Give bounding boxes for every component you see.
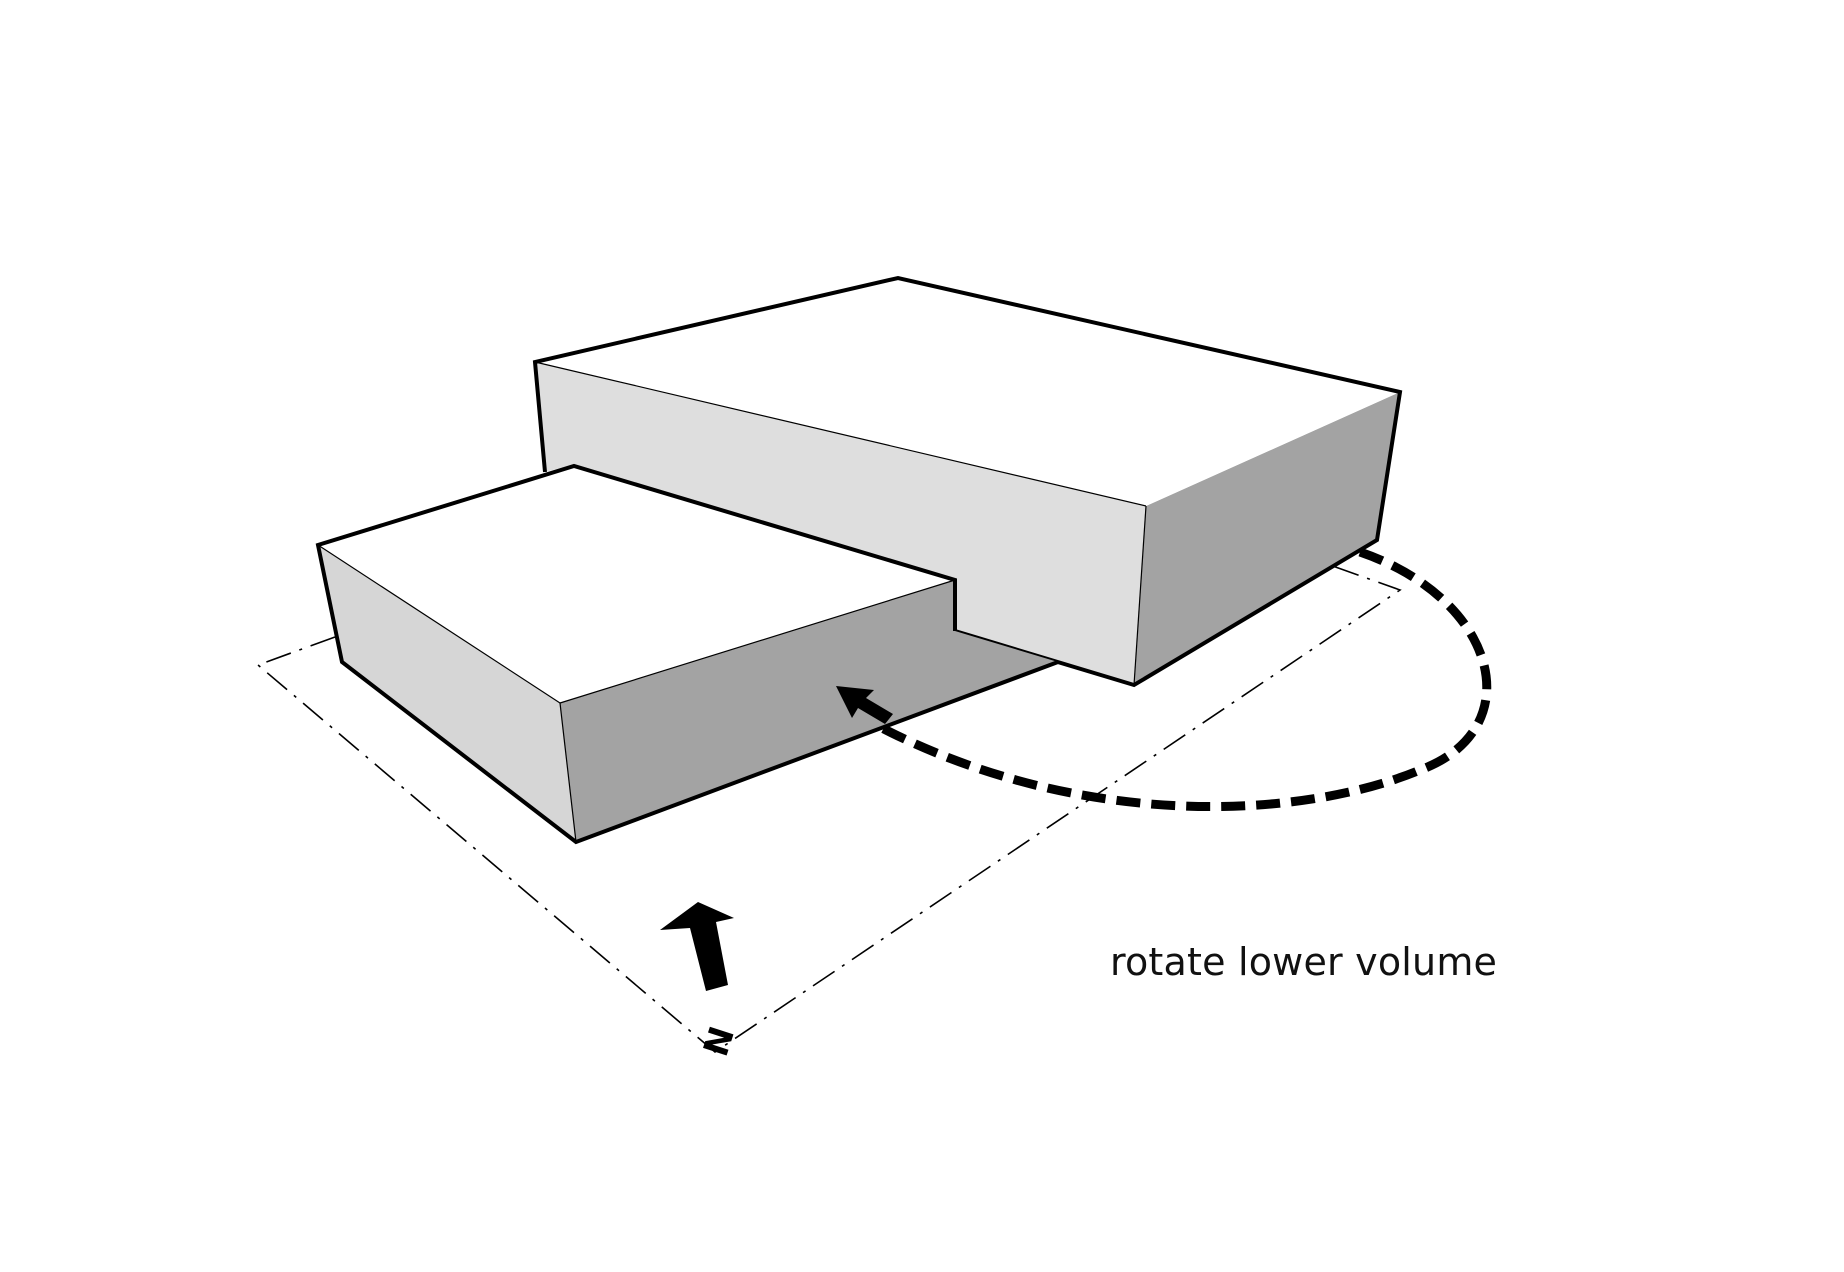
lower-volume-outline <box>315 463 1059 845</box>
upper-volume-front-face <box>535 362 1146 685</box>
upper-volume-roof <box>535 278 1400 506</box>
north-arrow: N <box>660 902 743 1061</box>
upper-volume-side-face <box>1134 392 1400 685</box>
north-arrow-icon <box>660 902 734 991</box>
site-boundary-line <box>256 564 1402 1054</box>
upper-volume-outline <box>532 275 1403 688</box>
north-arrow-letter: N <box>696 1022 743 1061</box>
upper-volume-edge <box>1133 505 1147 686</box>
lower-volume-roof <box>318 466 955 703</box>
rotation-arrow <box>836 547 1492 812</box>
rotation-arrow-head <box>836 686 893 724</box>
lower-volume-edge <box>559 579 956 704</box>
lower-volume <box>315 463 1059 845</box>
upper-volume <box>532 275 1403 688</box>
diagram-caption: rotate lower volume <box>1110 940 1498 984</box>
rotation-arc-path <box>877 547 1492 812</box>
lower-volume-edge <box>317 544 561 704</box>
lower-volume-edge <box>559 702 577 843</box>
upper-volume-edge <box>534 361 1147 507</box>
lower-volume-side-face <box>560 580 1058 842</box>
lower-volume-front-face <box>318 545 576 842</box>
